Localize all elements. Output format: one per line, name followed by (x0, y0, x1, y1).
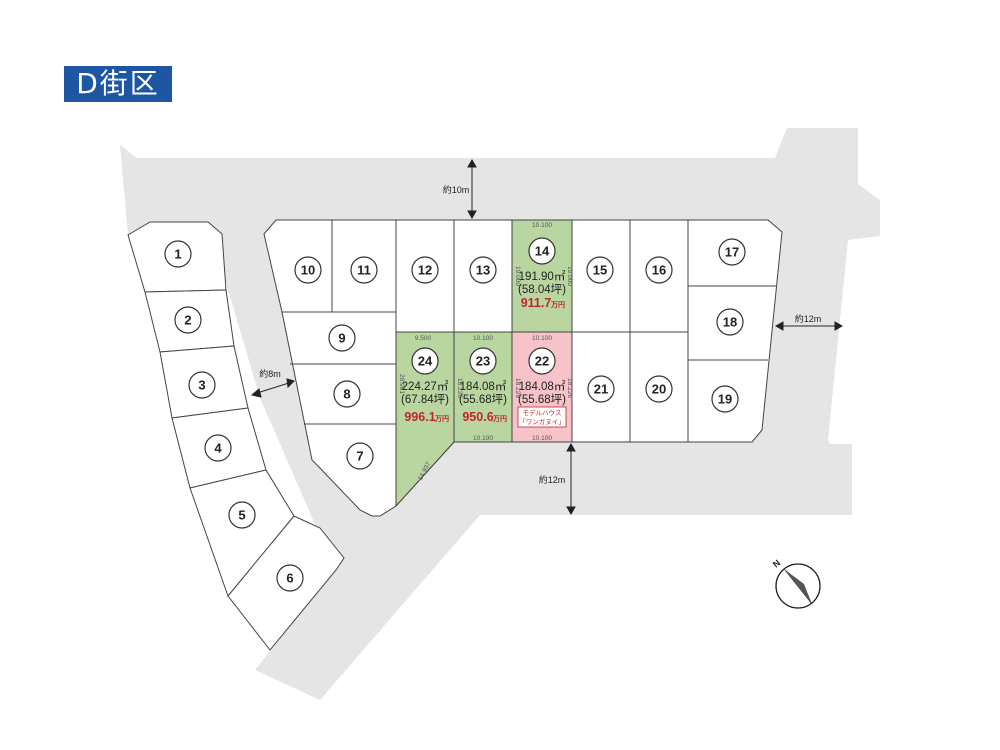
lot-14-price-unit: 万円 (550, 301, 565, 309)
lot-16[interactable]: 16 (645, 256, 673, 284)
svg-text:10.100: 10.100 (532, 335, 552, 342)
lot-2[interactable]: 2 (174, 306, 202, 334)
svg-text:10.100: 10.100 (532, 222, 552, 229)
svg-text:4: 4 (214, 440, 222, 455)
lot-20[interactable]: 20 (645, 375, 673, 403)
lot-8[interactable]: 8 (333, 380, 361, 408)
lot-24-area: 224.27㎡ (402, 380, 449, 393)
lot-4[interactable]: 4 (204, 434, 232, 462)
lot-14[interactable]: 14 (528, 237, 556, 265)
lot-24-price: 996.1 (404, 410, 435, 424)
lot-14-details: 191.90㎡ (58.04坪) 911.7 万円 (518, 270, 566, 310)
svg-text:18.226: 18.226 (456, 378, 463, 398)
lot-13[interactable]: 13 (469, 256, 497, 284)
svg-text:8: 8 (343, 386, 350, 401)
lot-7[interactable]: 7 (346, 442, 374, 470)
lot-23-tsubo: (55.68坪) (459, 393, 507, 406)
road-east-label: 約12m (795, 313, 822, 324)
compass-icon: N (771, 558, 821, 609)
lot-dimensions: 10.100 19.000 19.000 9.500 28.991 14.937… (398, 222, 573, 482)
lot-12[interactable]: 12 (411, 256, 439, 284)
lot-6[interactable]: 6 (276, 564, 304, 592)
lot-22-area: 184.08㎡ (519, 380, 566, 393)
svg-text:9.500: 9.500 (415, 335, 432, 342)
svg-text:24: 24 (418, 353, 433, 368)
lot-19[interactable]: 19 (711, 385, 739, 413)
road-south-label: 約12m (539, 474, 566, 485)
road-north-label: 約10m (443, 184, 470, 195)
lot-23-details: 184.08㎡ (55.68坪) 950.6 万円 (459, 380, 507, 424)
svg-text:5: 5 (238, 507, 245, 522)
svg-text:9: 9 (338, 330, 345, 345)
svg-text:6: 6 (286, 570, 293, 585)
svg-text:18: 18 (723, 314, 737, 329)
svg-text:19.000: 19.000 (514, 266, 521, 286)
svg-text:19: 19 (718, 391, 732, 406)
lot-18[interactable]: 18 (716, 308, 744, 336)
lot-14-tsubo: (58.04坪) (518, 283, 566, 296)
lot-11[interactable]: 11 (350, 256, 378, 284)
main-block (263, 219, 783, 517)
lot-24[interactable]: 24 (411, 347, 439, 375)
svg-text:10: 10 (301, 262, 315, 277)
lot-1[interactable]: 1 (164, 240, 192, 268)
svg-text:10.100: 10.100 (473, 435, 493, 442)
svg-text:2: 2 (184, 312, 191, 327)
lot-22[interactable]: 22 (528, 347, 556, 375)
lot-23-area: 184.08㎡ (460, 380, 507, 393)
svg-text:18.226: 18.226 (514, 378, 521, 398)
svg-text:3: 3 (198, 377, 205, 392)
lot-23-price: 950.6 (462, 410, 493, 424)
svg-text:22: 22 (535, 353, 549, 368)
lot-17[interactable]: 17 (718, 238, 746, 266)
lot-24-price-unit: 万円 (434, 415, 449, 423)
svg-text:7: 7 (356, 448, 363, 463)
svg-text:28.991: 28.991 (398, 374, 405, 394)
svg-text:10.100: 10.100 (473, 335, 493, 342)
svg-text:23: 23 (476, 353, 490, 368)
model-house-box (517, 406, 567, 428)
svg-text:17: 17 (725, 244, 739, 259)
lot-5[interactable]: 5 (228, 501, 256, 529)
lot-24-details: 224.27㎡ (67.84坪) 996.1 万円 (401, 380, 449, 424)
svg-text:1: 1 (174, 246, 181, 261)
lot-23[interactable]: 23 (469, 347, 497, 375)
lot-15[interactable]: 15 (586, 256, 614, 284)
lot-markers: 1 2 3 4 5 6 7 8 9 10 11 12 13 14 15 16 1… (164, 237, 746, 592)
lot-3[interactable]: 3 (188, 371, 216, 399)
lot-23-price-unit: 万円 (492, 415, 507, 423)
compass-north-label: N (771, 558, 782, 570)
svg-text:10.100: 10.100 (532, 435, 552, 442)
svg-text:19.000: 19.000 (566, 266, 573, 286)
model-house-line2: 「ワンガヌイ」 (519, 417, 565, 426)
svg-text:18.226: 18.226 (566, 378, 573, 398)
svg-text:20: 20 (652, 381, 666, 396)
block-title: D街区 (64, 66, 172, 102)
lot-21[interactable]: 21 (587, 375, 615, 403)
road-west-label: 約8m (259, 368, 281, 379)
lot-22-details: 184.08㎡ (55.68坪) モデルハウス 「ワンガヌイ」 (517, 380, 567, 428)
lot-14-area: 191.90㎡ (519, 270, 566, 283)
lot-10[interactable]: 10 (294, 256, 322, 284)
lot-22-tsubo: (55.68坪) (518, 393, 566, 406)
lot-9[interactable]: 9 (328, 324, 356, 352)
svg-text:11: 11 (357, 262, 371, 277)
model-house-line1: モデルハウス (523, 408, 562, 417)
lot-14-price: 911.7 (521, 296, 552, 310)
svg-text:21: 21 (594, 381, 608, 396)
svg-text:13: 13 (476, 262, 490, 277)
svg-text:15: 15 (593, 262, 607, 277)
lot-24-tsubo: (67.84坪) (401, 393, 449, 406)
road-dimensions (250, 158, 844, 516)
svg-text:16: 16 (652, 262, 666, 277)
svg-text:12: 12 (418, 262, 432, 277)
svg-text:14: 14 (535, 243, 550, 258)
